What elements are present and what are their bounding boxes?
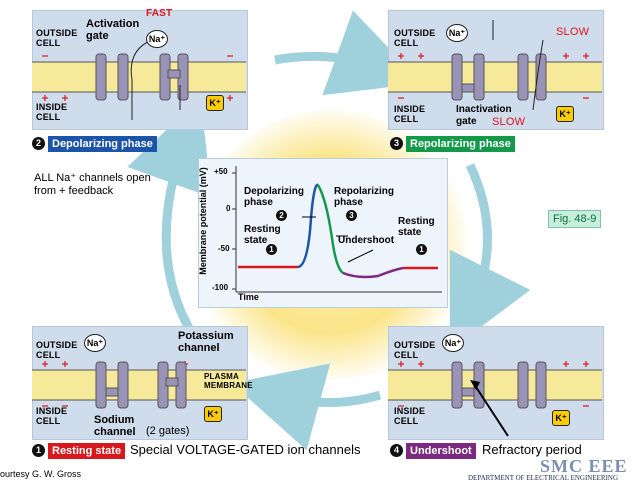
inactivation-gate-label: Inactivation gate [456, 104, 512, 127]
phase-badge-resting: Resting state [48, 443, 126, 459]
graph-marker-2: 2 [276, 210, 287, 221]
na-ion: Na⁺ [442, 334, 464, 352]
k-ion: K⁺ [552, 410, 570, 426]
department-text: DEPARTMENT OF ELECTRICAL ENGINEERING [468, 474, 619, 482]
outside-cell-label: OUTSIDE CELL [394, 28, 436, 48]
graph-ylabel: Membrane potential (mV) [198, 167, 208, 275]
phase-number-1: 1 [32, 444, 45, 457]
smc-logo: SMC EEE [540, 456, 628, 476]
inside-cell-label: INSIDE CELL [36, 406, 68, 426]
all-na-open-text: ALL Na⁺ channels open from + feedback [34, 172, 151, 197]
curve-undershoot [342, 266, 404, 279]
phase-number-3: 3 [390, 137, 403, 150]
two-gates-label: (2 gates) [146, 425, 190, 437]
na-ion: Na⁺ [146, 30, 168, 48]
cycle-arrow-left [127, 97, 212, 333]
cycle-arrow-right [449, 163, 531, 351]
phase-badge-depolarizing: Depolarizing phase [48, 136, 157, 152]
na-ion: Na⁺ [84, 334, 106, 352]
phase-badge-repolarizing: Repolarizing phase [406, 136, 515, 152]
k-ion: K⁺ [206, 95, 224, 111]
graph-marker-3: 3 [346, 210, 357, 221]
annot-repolarizing: Repolarizing phase [334, 186, 395, 208]
outside-cell-label: OUTSIDE CELL [36, 340, 78, 360]
annot-depolarizing: Depolarizing phase [244, 186, 305, 208]
phase-badge-undershoot: Undershoot [406, 443, 476, 459]
na-ion: Na⁺ [446, 24, 468, 42]
annot-undershoot: Undershoot [338, 235, 395, 246]
action-potential-graph [232, 166, 442, 293]
sodium-channel-label: Sodium channel [94, 414, 136, 438]
ytick-minus50: -50 [218, 244, 230, 253]
annot-resting-right: Resting state [398, 216, 435, 238]
ytick-plus50: +50 [214, 167, 228, 176]
courtesy-text: ourtesy G. W. Gross [0, 469, 82, 479]
inside-cell-label: INSIDE CELL [36, 102, 68, 122]
phase-number-2: 2 [32, 137, 45, 150]
fast-label: FAST [146, 8, 173, 19]
outside-cell-label: OUTSIDE CELL [36, 28, 78, 48]
cycle-arrow-top [274, 10, 423, 96]
membrane-depolarizing [32, 39, 246, 120]
inside-cell-label: INSIDE CELL [394, 406, 426, 426]
plasma-membrane-label: PLASMA MEMBRANE [204, 372, 253, 390]
slow-label: SLOW [556, 26, 590, 38]
phase-number-4: 4 [390, 444, 403, 457]
potassium-channel-label: Potassium channel [178, 330, 234, 354]
ytick-minus100: -100 [212, 283, 229, 292]
refractory-period-text: Refractory period [482, 442, 582, 457]
k-ion: K⁺ [204, 406, 222, 422]
figure-label: Fig. 48-9 [548, 210, 602, 228]
membrane-repolarizing [388, 20, 602, 111]
curve-depolarizing [297, 183, 319, 269]
special-channels-text: Special VOLTAGE-GATED ion channels [130, 442, 361, 457]
graph-marker-1-right: 1 [416, 244, 427, 255]
graph-xlabel: Time [238, 292, 259, 302]
outside-cell-label: OUTSIDE CELL [394, 340, 436, 360]
graph-marker-1-left: 1 [266, 244, 277, 255]
inside-cell-label: INSIDE CELL [394, 104, 426, 124]
curve-repolarizing [316, 184, 344, 275]
membrane-undershoot [388, 361, 602, 437]
cycle-arrow-bottom [231, 363, 382, 451]
activation-gate-label: Activation gate [86, 18, 140, 42]
graph-box [198, 158, 448, 308]
k-ion: K⁺ [556, 106, 574, 122]
slow-gate-label: SLOW [492, 116, 526, 128]
ytick-0: 0 [226, 204, 231, 213]
membrane-resting [32, 361, 246, 409]
annot-resting-left: Resting state [244, 224, 281, 246]
